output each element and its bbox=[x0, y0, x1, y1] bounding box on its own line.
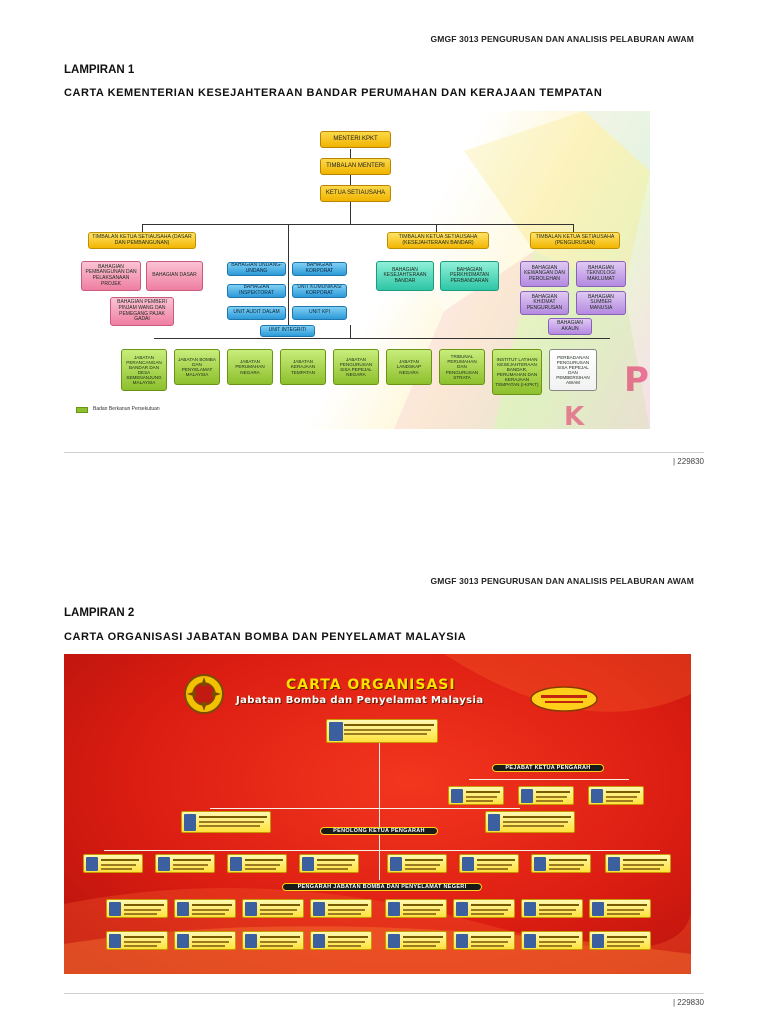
footer-rule bbox=[64, 452, 704, 453]
page-header: GMGF 3013 PENGURUSAN DAN ANALISIS PELABU… bbox=[430, 576, 694, 586]
svg-text:P: P bbox=[624, 360, 649, 400]
connector-drop-left bbox=[142, 224, 143, 234]
lampiran-2-label: LAMPIRAN 2 bbox=[64, 607, 135, 619]
box-bahagian-kesejahteraan: BAHAGIAN KESEJAHTERAAN BANDAR bbox=[376, 261, 434, 291]
box-tks-kesejahteraan: TIMBALAN KETUA SETIAUSAHA (KESEJAHTERAAN… bbox=[387, 232, 489, 249]
pengarah-negeri-card bbox=[385, 899, 447, 918]
timbalan-kp-card-1 bbox=[181, 811, 271, 833]
connector-drop-right bbox=[573, 224, 574, 234]
box-perbadanan-sisa-pepejal: PERBADANAN PENGURUSAN SISA PEPEJAL DAN P… bbox=[549, 349, 597, 391]
pengarah-negeri-card bbox=[174, 931, 236, 950]
box-bahagian-kewangan: BAHAGIAN KEWANGAN DAN PEROLEHAN bbox=[520, 261, 569, 287]
connector-horizontal-main bbox=[142, 224, 574, 225]
pengarah-negeri-card bbox=[242, 931, 304, 950]
chart-title: CARTA ORGANISASI bbox=[286, 677, 456, 693]
box-unit-audit: UNIT AUDIT DALAM bbox=[227, 306, 286, 320]
pengarah-negeri-card bbox=[589, 899, 651, 918]
pengarah-negeri-card bbox=[385, 931, 447, 950]
kpkt-org-chart: P K MENTERI KPKT TIMBALAN MENTERI KETUA … bbox=[64, 111, 650, 429]
pengarah-negeri-card bbox=[242, 899, 304, 918]
ketua-pengarah-card bbox=[326, 719, 438, 743]
legend-label: Badan Berkanun Persekutuan bbox=[93, 406, 160, 412]
connector-horizontal-bottom bbox=[154, 338, 610, 339]
box-bahagian-pemberi-pinjam: BAHAGIAN PEMBERI PINJAM WANG DAN PEMEGAN… bbox=[110, 297, 174, 326]
page-number: | 229830 bbox=[673, 998, 704, 1007]
pejabat-card-3 bbox=[588, 786, 644, 805]
box-bahagian-perkhidmatan: BAHAGIAN PERKHIDMATAN PERBANDARAN bbox=[440, 261, 499, 291]
box-unit-kpi: UNIT KPI bbox=[292, 306, 347, 320]
box-ketua-setiausaha: KETUA SETIAUSAHA bbox=[320, 185, 391, 202]
lampiran-1-label: LAMPIRAN 1 bbox=[64, 64, 135, 76]
connector-drop-mid bbox=[436, 224, 437, 234]
pejabat-card-2 bbox=[518, 786, 574, 805]
timbalan-kp-card-2 bbox=[485, 811, 575, 833]
box-bahagian-akaun: BAHAGIAN AKAUN bbox=[548, 318, 592, 335]
band-pejabat-ketua-pengarah: PEJABAT KETUA PENGARAH bbox=[492, 764, 604, 772]
pkp-card bbox=[531, 854, 591, 873]
connector-row3-horizontal bbox=[104, 850, 660, 851]
pengarah-negeri-card bbox=[589, 931, 651, 950]
pkp-card bbox=[227, 854, 287, 873]
pkp-card bbox=[83, 854, 143, 873]
pengarah-negeri-card bbox=[310, 931, 372, 950]
pkp-card bbox=[299, 854, 359, 873]
connector-pejabat-horizontal bbox=[469, 779, 629, 780]
pengarah-negeri-card bbox=[310, 899, 372, 918]
box-bahagian-teknologi: BAHAGIAN TEKNOLOGI MAKLUMAT bbox=[576, 261, 626, 287]
pengarah-negeri-card bbox=[174, 899, 236, 918]
pengarah-negeri-card bbox=[521, 931, 583, 950]
pengarah-negeri-card bbox=[453, 931, 515, 950]
box-jabatan-kerajaan-tempatan: JABATAN KERAJAAN TEMPATAN bbox=[280, 349, 326, 385]
box-jabatan-perancangan: JABATAN PERANCANGAN BANDAR DAN DESA SEME… bbox=[121, 349, 167, 391]
pengarah-negeri-card bbox=[106, 899, 168, 918]
pengarah-negeri-card bbox=[106, 931, 168, 950]
pkp-card bbox=[459, 854, 519, 873]
pengarah-negeri-card bbox=[453, 899, 515, 918]
box-bahagian-pembangunan: BAHAGIAN PEMBANGUNAN DAN PELAKSANAAN PRO… bbox=[81, 261, 141, 291]
pkp-card bbox=[387, 854, 447, 873]
band-pengarah-negeri: PENGARAH JABATAN BOMBA DAN PENYELAMAT NE… bbox=[282, 883, 482, 891]
box-jabatan-sisa-pepejal: JABATAN PENGURUSAN SISA PEPEJAL NEGARA bbox=[333, 349, 379, 385]
connector-vert-units bbox=[288, 224, 289, 332]
page-1: GMGF 3013 PENGURUSAN DAN ANALISIS PELABU… bbox=[64, 34, 704, 466]
chart-subtitle: Jabatan Bomba dan Penyelamat Malaysia bbox=[236, 695, 484, 706]
box-bahagian-dasar: BAHAGIAN DASAR bbox=[146, 261, 203, 291]
lampiran-2-title: CARTA ORGANISASI JABATAN BOMBA DAN PENYE… bbox=[64, 631, 467, 643]
box-bahagian-korporat: BAHAGIAN KORPORAT bbox=[292, 262, 347, 276]
box-unit-integriti: UNIT INTEGRITI bbox=[260, 325, 315, 337]
box-jabatan-landskap: JABATAN LANDSKAP NEGARA bbox=[386, 349, 432, 385]
pengarah-negeri-card bbox=[521, 899, 583, 918]
band-penolong-ketua-pengarah: PENOLONG KETUA PENGARAH bbox=[320, 827, 438, 835]
page-2: GMGF 3013 PENGURUSAN DAN ANALISIS PELABU… bbox=[64, 576, 704, 1007]
bomba-crest-icon bbox=[184, 674, 224, 714]
bomba-org-chart: CARTA ORGANISASI Jabatan Bomba dan Penye… bbox=[64, 654, 691, 974]
box-tks-dasar: TIMBALAN KETUA SETIAUSAHA (DASAR DAN PEM… bbox=[88, 232, 196, 249]
box-bahagian-inspektorat: BAHAGIAN INSPEKTORAT bbox=[227, 284, 286, 298]
box-timbalan-menteri: TIMBALAN MENTERI bbox=[320, 158, 391, 175]
legend-swatch bbox=[76, 407, 88, 413]
lampiran-1-title: CARTA KEMENTERIAN KESEJAHTERAAN BANDAR P… bbox=[64, 87, 603, 99]
page-header: GMGF 3013 PENGURUSAN DAN ANALISIS PELABU… bbox=[430, 34, 694, 44]
box-jabatan-bomba: JABATAN BOMBA DAN PENYELAMAT MALAYSIA bbox=[174, 349, 220, 385]
connector-main-vertical bbox=[379, 742, 380, 880]
box-bahagian-sumber: BAHAGIAN SUMBER MANUSIA bbox=[576, 291, 626, 315]
svg-text:K: K bbox=[564, 402, 585, 429]
box-tribunal: TRIBUNAL PERUMAHAN DAN PENGURUSAN STRATA bbox=[439, 349, 485, 385]
connector-vert-bottom bbox=[350, 325, 351, 338]
badge-emblem-icon bbox=[530, 686, 598, 712]
box-unit-komunikasi: UNIT KOMUNIKASI KORPORAT bbox=[292, 284, 347, 298]
ikpkt-letters-decoration: P K bbox=[564, 360, 649, 429]
box-tks-pengurusan: TIMBALAN KETUA SETIAUSAHA (PENGURUSAN) bbox=[530, 232, 620, 249]
pejabat-card-1 bbox=[448, 786, 504, 805]
pkp-card bbox=[155, 854, 215, 873]
box-bahagian-khidmat: BAHAGIAN KHIDMAT PENGURUSAN bbox=[520, 291, 569, 315]
box-bahagian-undang: BAHAGIAN UNDANG-UNDANG bbox=[227, 262, 286, 276]
box-jabatan-perumahan: JABATAN PERUMAHAN NEGARA bbox=[227, 349, 273, 385]
page-number: | 229830 bbox=[673, 457, 704, 466]
pkp-card bbox=[605, 854, 671, 873]
connector-pkp-horizontal bbox=[210, 808, 520, 809]
footer-rule bbox=[64, 993, 704, 994]
box-institut-latihan: INSTITUT LATIHAN KESEJAHTERAAN BANDAR, P… bbox=[492, 349, 542, 395]
box-menteri: MENTERI KPKT bbox=[320, 131, 391, 148]
